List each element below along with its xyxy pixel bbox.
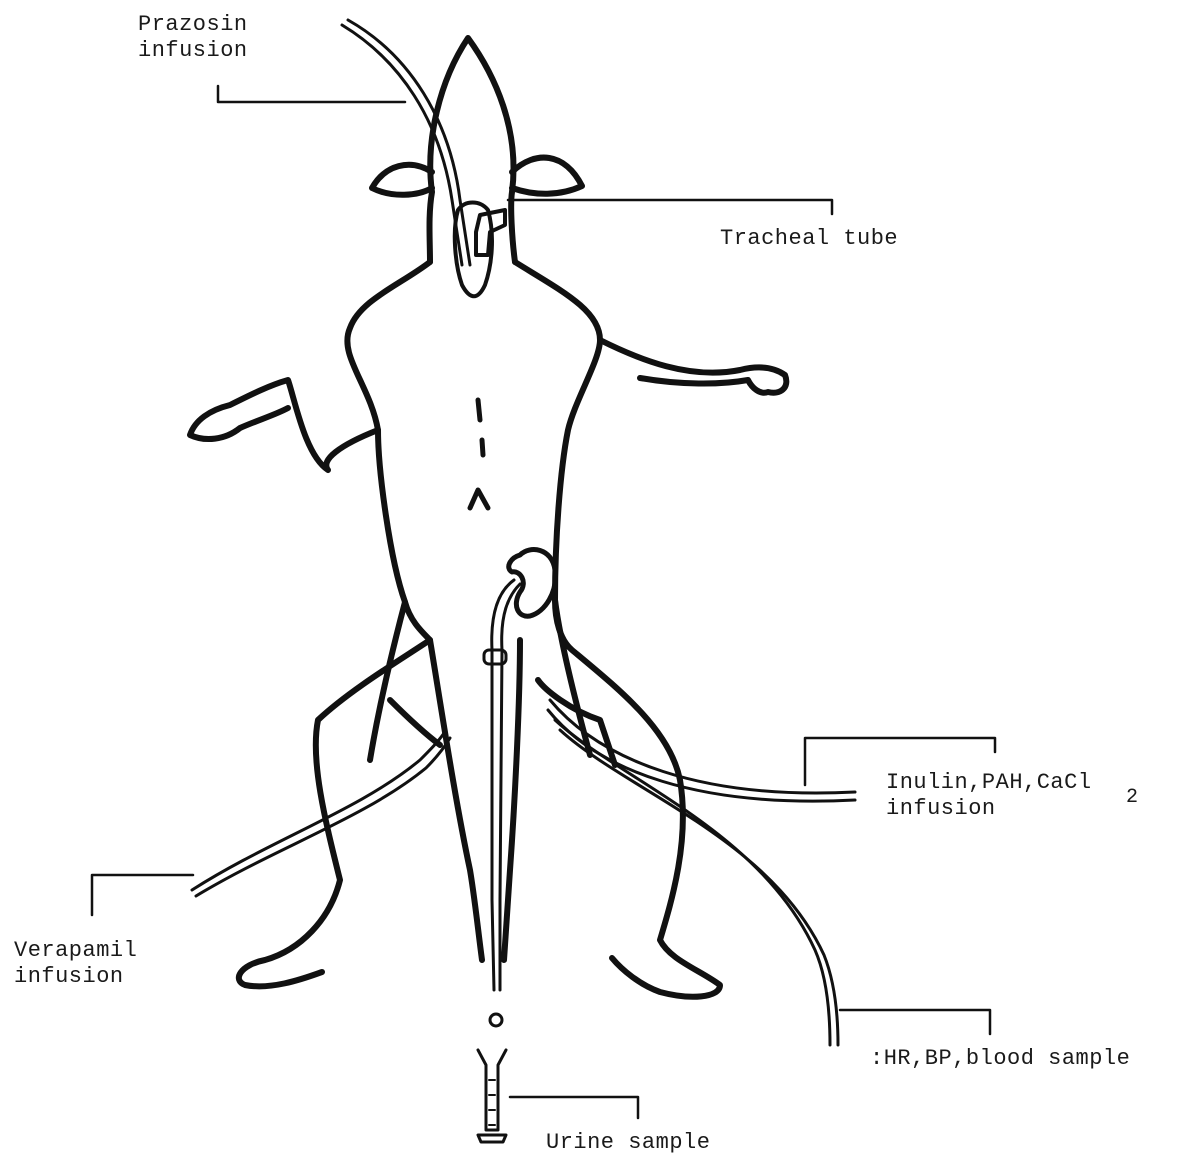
label-tracheal-tube: Tracheal tube	[720, 226, 898, 252]
label-inulin: Inulin,PAH,CaCl infusion	[886, 770, 1092, 822]
label-hr-bp-blood-sample: :HR,BP,blood sample	[870, 1046, 1130, 1072]
urine-cylinder	[478, 1050, 506, 1142]
verapamil-catheter	[192, 730, 450, 896]
label-prazosin: Prazosin infusion	[138, 12, 248, 64]
label-inulin-line2: infusion	[886, 796, 1092, 822]
label-verapamil: Verapamil infusion	[14, 938, 137, 990]
kidney	[509, 550, 556, 617]
label-inulin-subscript: 2	[1126, 786, 1138, 809]
prazosin-catheter	[342, 20, 470, 265]
label-prazosin-line2: infusion	[138, 38, 248, 64]
label-urine-sample: Urine sample	[546, 1130, 710, 1156]
label-inulin-line1: Inulin,PAH,CaCl	[886, 770, 1092, 796]
label-verapamil-line2: infusion	[14, 964, 137, 990]
label-verapamil-line1: Verapamil	[14, 938, 137, 964]
label-prazosin-line1: Prazosin	[138, 12, 248, 38]
